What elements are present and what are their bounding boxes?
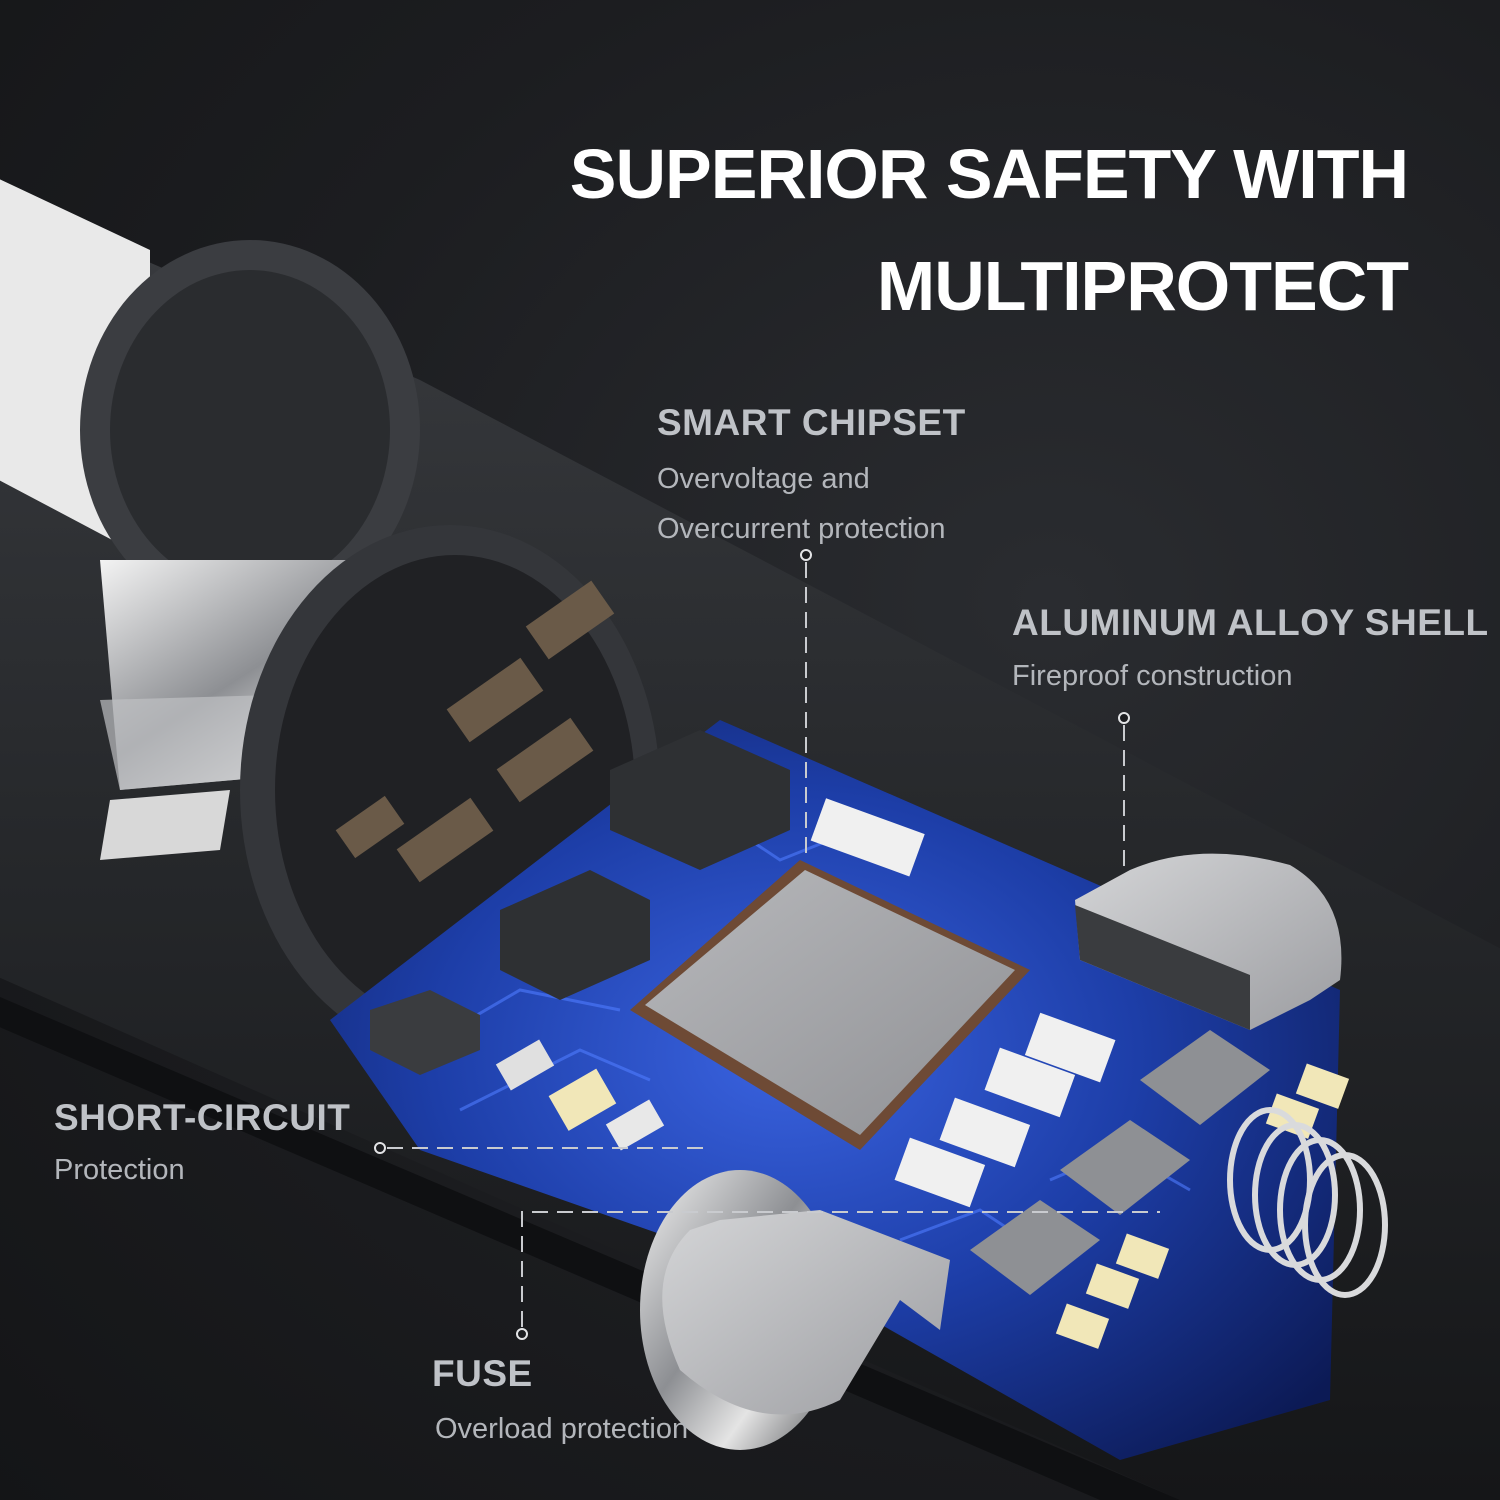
spring-contact: [1227, 1107, 1388, 1298]
fuse-title: FUSE: [432, 1353, 533, 1394]
aluminum-shell-title: ALUMINUM ALLOY SHELL: [1012, 602, 1489, 643]
smd-components: [495, 798, 1350, 1349]
ic-2: [1140, 1030, 1270, 1125]
smart-chipset-desc-line-2: Overcurrent protection: [657, 513, 946, 545]
short-circuit-desc: Protection: [54, 1154, 185, 1186]
shell-lower-edge: [0, 997, 1180, 1500]
inductor-3: [370, 990, 480, 1075]
dot-smart-chipset: [800, 549, 812, 561]
fuse-desc: Overload protection: [435, 1413, 689, 1445]
pin-headers: [335, 580, 615, 883]
inductor-2: [500, 870, 650, 1000]
dot-fuse: [516, 1328, 528, 1340]
inductor-1: [610, 730, 790, 870]
leader-fuse: [521, 1211, 1160, 1327]
headline-line-2: MULTIPROTECT: [876, 247, 1409, 325]
aluminum-shell-desc: Fireproof construction: [1012, 660, 1293, 692]
leader-dots: [374, 549, 1130, 1340]
ic-4: [970, 1200, 1100, 1295]
smart-chipset-desc-line-1: Overvoltage and: [657, 463, 870, 495]
headline-line-1: SUPERIOR SAFETY WITH: [569, 135, 1409, 213]
smart-chipset-title: SMART CHIPSET: [657, 402, 966, 443]
main-chip: [630, 860, 1030, 1150]
leader-lines: [387, 562, 1160, 1327]
short-circuit-title: SHORT-CIRCUIT: [54, 1097, 351, 1138]
metal-tab-right: [1075, 853, 1342, 1030]
dot-short-circuit: [374, 1142, 386, 1154]
metal-tab-bottom: [662, 1210, 950, 1415]
dot-aluminum-shell: [1118, 712, 1130, 724]
headline: SUPERIOR SAFETY WITH MULTIPROTECT: [569, 118, 1409, 342]
ic-3: [1060, 1120, 1190, 1215]
